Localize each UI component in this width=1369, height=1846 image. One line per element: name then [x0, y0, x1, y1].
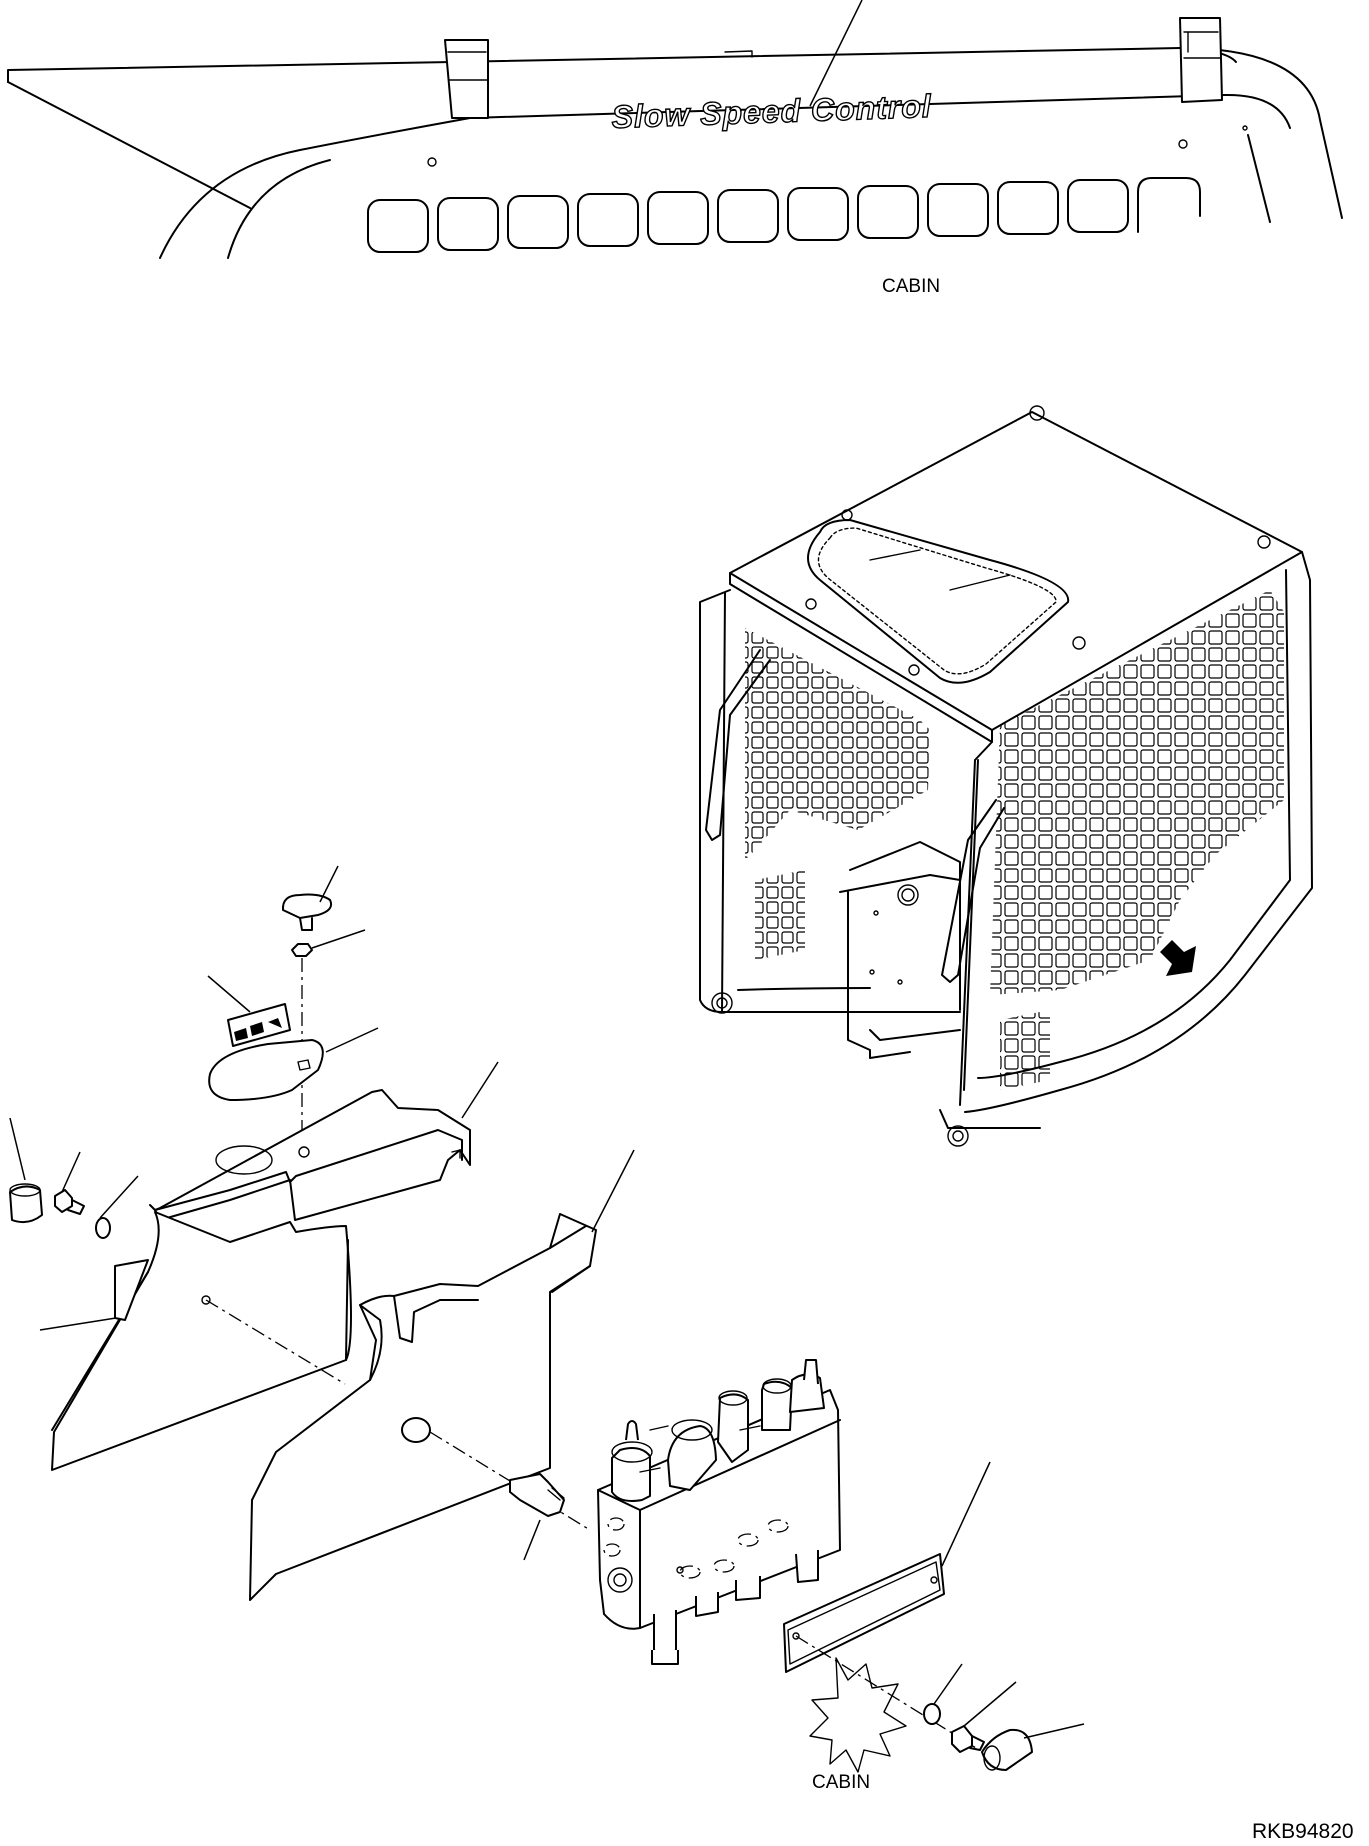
gasket-plate [783, 1461, 991, 1673]
right-hardware [795, 1635, 1085, 1771]
small-parts [9, 865, 635, 1601]
decal-text: Slow Speed Control [611, 88, 932, 135]
vent-slots [367, 177, 1201, 253]
cabin-label-bottom: CABIN [812, 1772, 870, 1793]
arrow-down-right-icon [1160, 940, 1196, 976]
cabin-rear-panel: Slow Speed Control CABIN [7, 0, 1343, 297]
lever-decal [227, 1003, 291, 1047]
cabin-label-top: CABIN [882, 276, 940, 297]
cabin-wall-cutaway: CABIN [809, 1657, 907, 1793]
cabin-frame [699, 405, 1313, 1147]
drawing-reference: RKB94820 [1252, 1820, 1354, 1843]
valve-assembly [597, 1359, 841, 1665]
